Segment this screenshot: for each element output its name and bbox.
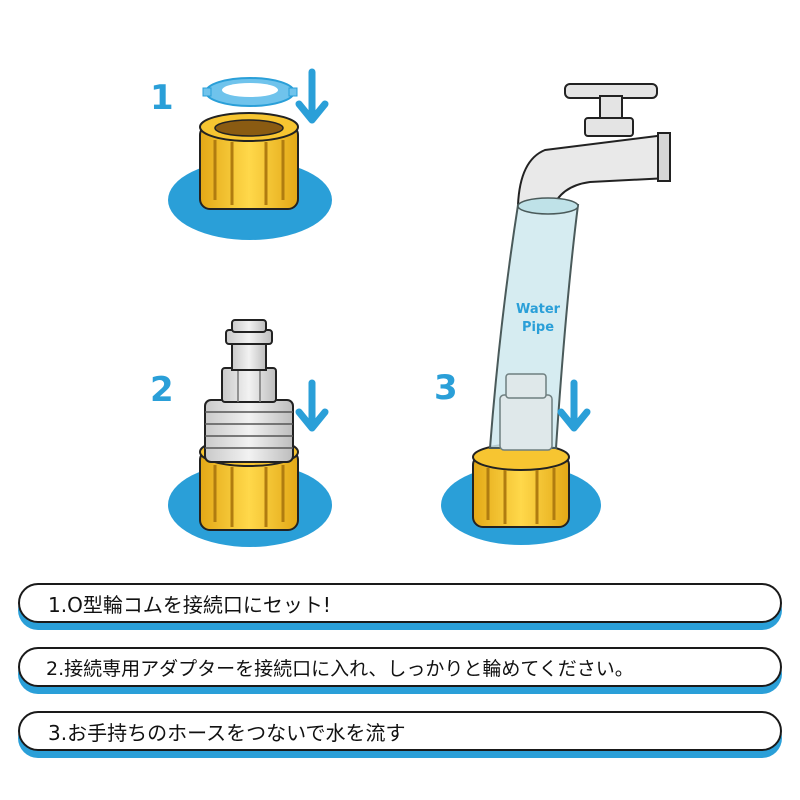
o-ring-icon — [202, 77, 298, 107]
pipe-label-line1: Water — [516, 302, 561, 317]
step-2-number: 2 — [150, 370, 174, 410]
down-arrow-icon — [295, 379, 329, 432]
down-arrow-icon — [557, 379, 591, 432]
instruction-step-3: 3.お手持ちのホースをつないで水を流す — [18, 711, 782, 751]
instruction-step-1: 1.O型輪コムを接続口にセット! — [18, 583, 782, 623]
instruction-step-1-text: 1.O型輪コムを接続口にセット! — [48, 592, 331, 617]
installation-illustration: Water Pipe — [168, 68, 671, 547]
connector-icon — [199, 112, 299, 210]
instruction-step-2: 2.接続専用アダプターを接続口に入れ、しっかりと輪めてください。 — [18, 647, 782, 687]
down-arrow-icon — [295, 68, 329, 124]
pipe-label-line2: Pipe — [522, 320, 554, 335]
step-1-number: 1 — [150, 78, 174, 118]
step-2-illustration — [168, 319, 332, 547]
connector-icon — [472, 443, 570, 528]
step-1-illustration — [168, 68, 332, 240]
step-3-number: 3 — [434, 368, 458, 408]
instruction-step-3-text: 3.お手持ちのホースをつないで水を流す — [48, 720, 406, 745]
water-pipe-icon: Water Pipe — [488, 197, 580, 451]
faucet-icon — [516, 83, 671, 212]
adapter-icon — [204, 319, 294, 463]
step-3-illustration: Water Pipe — [441, 83, 671, 545]
instruction-step-2-text: 2.接続専用アダプターを接続口に入れ、しっかりと輪めてください。 — [46, 657, 634, 680]
